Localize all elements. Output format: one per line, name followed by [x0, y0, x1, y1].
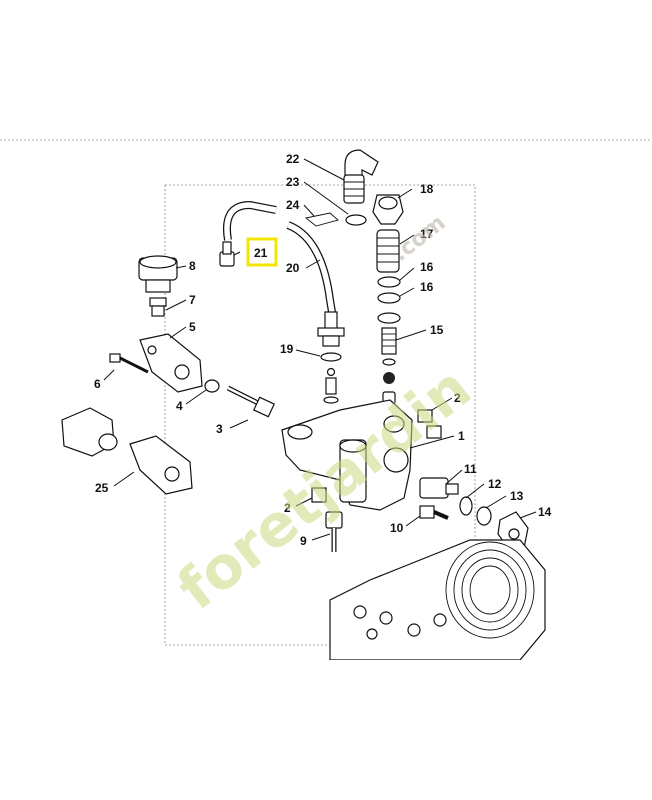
part-5-bracket: [139, 333, 203, 393]
callout-4: 4: [176, 399, 183, 413]
part-3-rod: [226, 385, 276, 418]
callout-23: 23: [286, 175, 300, 189]
callout-16-upper: 16: [420, 260, 434, 274]
callout-20: 20: [286, 261, 300, 275]
callout-16-lower: 16: [420, 280, 434, 294]
part-21-hose: [219, 200, 277, 267]
part-17-housing: [376, 229, 400, 273]
part-23-o-ring: [345, 214, 367, 226]
callout-2-right: 2: [454, 391, 461, 405]
callout-18: 18: [420, 182, 434, 196]
part-2-plug-a: [417, 409, 442, 439]
part-13-o-ring: [476, 506, 492, 526]
part-8-cap: [138, 255, 178, 293]
part-7-fitting: [149, 297, 167, 317]
part-19-connector: [317, 311, 345, 404]
part-16-ring-b: [377, 292, 401, 304]
callout-17: 17: [420, 227, 434, 241]
part-10-bolt: [419, 505, 449, 520]
part-15-spring-ball: [381, 327, 397, 405]
part-1-pump-body: [281, 399, 413, 511]
callout-14: 14: [538, 505, 552, 519]
part-9-screw: [325, 511, 343, 552]
callout-10: 10: [390, 521, 404, 535]
callout-21: 21: [254, 246, 268, 260]
part-6-screw: [109, 353, 149, 374]
callout-12: 12: [488, 477, 502, 491]
motor-housing: [329, 539, 546, 661]
part-4-o-ring: [204, 379, 220, 393]
part-16-ring-c: [377, 312, 401, 324]
callout-22: 22: [286, 152, 300, 166]
highlight-box-21: [246, 237, 278, 267]
part-20-hose: [286, 221, 337, 319]
part-22-elbow: [343, 149, 379, 204]
callout-19: 19: [280, 342, 294, 356]
part-11-valve: [419, 477, 459, 499]
part-12-o-ring: [459, 496, 473, 516]
callout-24: 24: [286, 198, 300, 212]
leader-lines: [103, 158, 537, 541]
part-18-nut: [372, 194, 404, 225]
callout-6: 6: [94, 377, 101, 391]
callout-2-lower: 2: [284, 501, 291, 515]
callout-7: 7: [189, 293, 196, 307]
part-16-ring-a: [377, 276, 401, 288]
callout-1: 1: [458, 429, 465, 443]
callout-13: 13: [510, 489, 524, 503]
callout-3: 3: [216, 422, 223, 436]
callout-8: 8: [189, 259, 196, 273]
part-2-plug-b: [311, 487, 327, 503]
callout-9: 9: [300, 534, 307, 548]
part-24-clip: [304, 212, 339, 227]
part-25-fitting: [61, 407, 193, 495]
callout-11: 11: [464, 462, 477, 476]
callout-5: 5: [189, 320, 196, 334]
bottom-crop-mask: [0, 660, 652, 800]
callout-15: 15: [430, 323, 444, 337]
callout-25: 25: [95, 481, 109, 495]
